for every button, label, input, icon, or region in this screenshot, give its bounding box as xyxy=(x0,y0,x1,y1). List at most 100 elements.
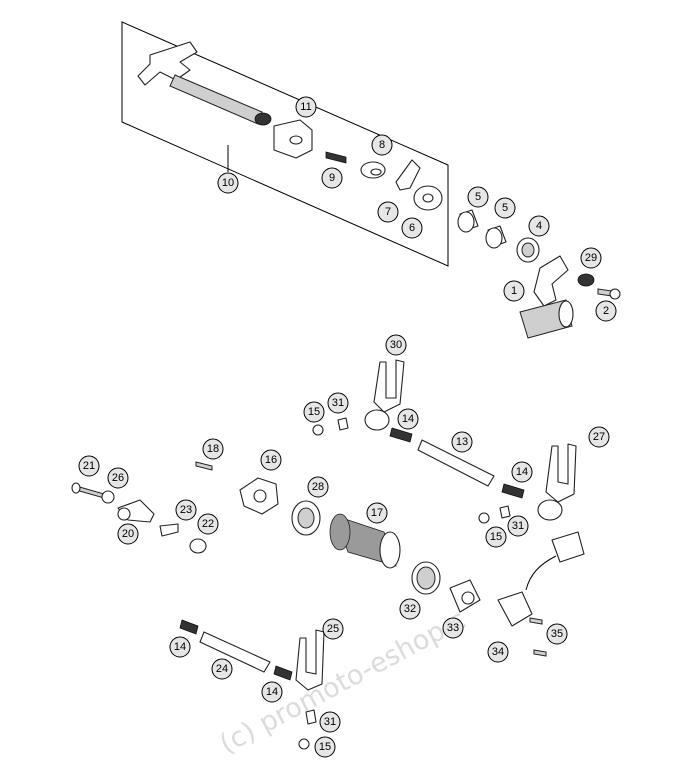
fork-rod-24[interactable] xyxy=(199,631,271,673)
guide-pin-31a[interactable] xyxy=(337,417,349,431)
washer-26[interactable] xyxy=(101,490,115,504)
callout-30[interactable]: 30 xyxy=(385,334,407,356)
guide-pin-31b[interactable] xyxy=(499,505,511,519)
shift-shaft[interactable] xyxy=(137,41,272,126)
spring-14d[interactable] xyxy=(273,665,293,681)
callout-27[interactable]: 27 xyxy=(588,426,610,448)
callout-5b-label: 5 xyxy=(502,202,508,214)
callout-14b[interactable]: 14 xyxy=(511,461,533,483)
shift-drum[interactable] xyxy=(329,513,401,569)
callout-13[interactable]: 13 xyxy=(451,431,473,453)
callout-4-label: 4 xyxy=(536,220,542,232)
spring-23[interactable] xyxy=(159,523,179,537)
callout-33[interactable]: 33 xyxy=(442,617,464,639)
callout-29[interactable]: 29 xyxy=(580,247,602,269)
guide-pin-31c[interactable] xyxy=(305,709,317,725)
callout-6-label: 6 xyxy=(409,222,415,234)
callout-2[interactable]: 2 xyxy=(595,300,617,322)
washer-6[interactable] xyxy=(413,185,443,211)
callout-32[interactable]: 32 xyxy=(399,598,421,620)
guide-plate[interactable] xyxy=(273,119,313,159)
shift-drum-locating[interactable] xyxy=(239,477,279,515)
return-spring[interactable] xyxy=(360,161,386,179)
callout-21[interactable]: 21 xyxy=(78,455,100,477)
seal-ring[interactable] xyxy=(516,237,540,263)
callout-15c[interactable]: 15 xyxy=(314,736,336,758)
shift-fork-30[interactable] xyxy=(364,359,405,431)
callout-17[interactable]: 17 xyxy=(366,502,388,524)
callout-15a[interactable]: 15 xyxy=(303,401,325,423)
circlip[interactable] xyxy=(395,159,421,191)
callout-15b-label: 15 xyxy=(490,531,502,543)
callout-20-label: 20 xyxy=(122,528,134,540)
callout-14d[interactable]: 14 xyxy=(261,681,283,703)
locking-lever-20[interactable] xyxy=(117,499,155,523)
bolt-21[interactable] xyxy=(71,482,105,499)
gear-position-sensor[interactable] xyxy=(497,531,585,627)
shift-shaft-assembly-frame xyxy=(121,21,449,267)
callout-5a-label: 5 xyxy=(475,191,481,203)
callout-15a-label: 15 xyxy=(308,406,320,418)
callout-30-label: 30 xyxy=(390,339,402,351)
callout-6[interactable]: 6 xyxy=(401,217,423,239)
callout-24[interactable]: 24 xyxy=(211,658,233,680)
callout-14c-label: 14 xyxy=(174,641,186,653)
callout-25[interactable]: 25 xyxy=(322,618,344,640)
callout-34[interactable]: 34 xyxy=(487,641,509,663)
shift-fork-27[interactable] xyxy=(537,443,577,521)
gear-sensor-33[interactable] xyxy=(449,579,481,613)
callout-14c[interactable]: 14 xyxy=(169,636,191,658)
roller-15b[interactable] xyxy=(478,512,490,524)
callout-21-label: 21 xyxy=(83,460,95,472)
bearing-28[interactable] xyxy=(291,500,321,536)
callout-7[interactable]: 7 xyxy=(377,201,399,223)
callout-23[interactable]: 23 xyxy=(175,499,197,521)
callout-22[interactable]: 22 xyxy=(197,513,219,535)
roller-15a[interactable] xyxy=(312,424,324,436)
callout-8[interactable]: 8 xyxy=(371,134,393,156)
callout-26[interactable]: 26 xyxy=(107,467,129,489)
callout-9[interactable]: 9 xyxy=(321,167,343,189)
screw-35a[interactable] xyxy=(529,617,543,625)
callout-5b[interactable]: 5 xyxy=(494,197,516,219)
callout-33-label: 33 xyxy=(447,622,459,634)
callout-4[interactable]: 4 xyxy=(528,215,550,237)
callout-5a[interactable]: 5 xyxy=(467,186,489,208)
sleeve-22[interactable] xyxy=(189,538,207,554)
callout-31a-label: 31 xyxy=(332,397,344,409)
callout-29-label: 29 xyxy=(585,252,597,264)
screw-35b[interactable] xyxy=(533,649,547,657)
callout-14a[interactable]: 14 xyxy=(397,408,419,430)
callout-11[interactable]: 11 xyxy=(295,96,317,118)
bearing-32[interactable] xyxy=(411,561,441,595)
callout-10[interactable]: 10 xyxy=(217,172,239,194)
callout-13-label: 13 xyxy=(456,436,468,448)
screw-18[interactable] xyxy=(195,461,213,471)
callout-31b[interactable]: 31 xyxy=(507,515,529,537)
callout-31a[interactable]: 31 xyxy=(327,392,349,414)
callout-35[interactable]: 35 xyxy=(546,623,568,645)
bearing-5b[interactable] xyxy=(485,225,507,249)
shift-fork-25[interactable] xyxy=(295,629,325,691)
callout-1[interactable]: 1 xyxy=(503,280,525,302)
callout-28[interactable]: 28 xyxy=(307,476,329,498)
spring-14b[interactable] xyxy=(501,483,525,499)
callout-16[interactable]: 16 xyxy=(260,449,282,471)
callout-18[interactable]: 18 xyxy=(202,438,224,460)
bearing-5a[interactable] xyxy=(457,209,479,233)
shift-lever[interactable] xyxy=(519,255,574,339)
callout-10-label: 10 xyxy=(222,177,234,189)
callout-8-label: 8 xyxy=(379,139,385,151)
roller-15c[interactable] xyxy=(298,738,310,750)
spring-9[interactable] xyxy=(325,151,347,164)
spring-14c[interactable] xyxy=(179,619,199,635)
bolt-2[interactable] xyxy=(597,288,621,300)
fork-rod-13[interactable] xyxy=(417,439,495,487)
callout-31c[interactable]: 31 xyxy=(319,711,341,733)
callout-15b[interactable]: 15 xyxy=(485,526,507,548)
washer-29[interactable] xyxy=(577,273,595,287)
callout-2-label: 2 xyxy=(603,305,609,317)
callout-20[interactable]: 20 xyxy=(117,523,139,545)
spring-14a[interactable] xyxy=(389,427,413,443)
